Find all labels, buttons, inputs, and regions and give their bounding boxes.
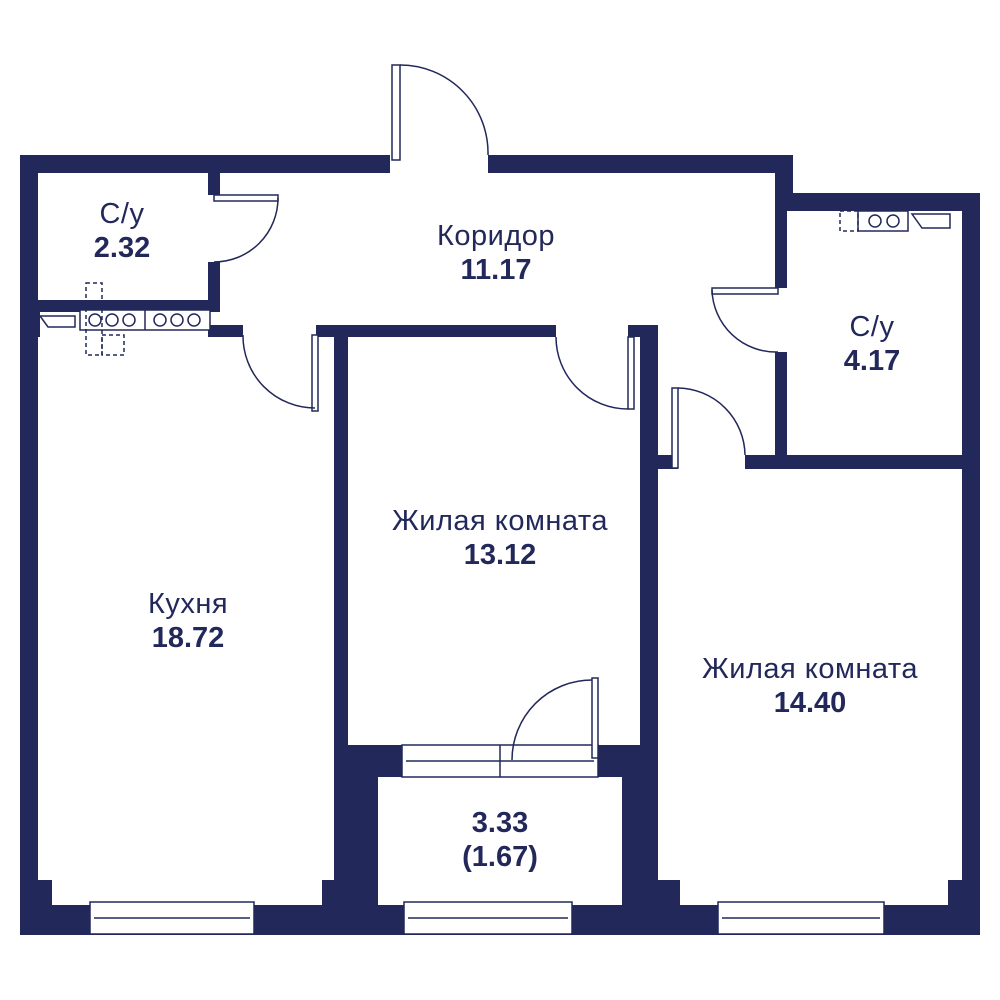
center-room-door-leaf — [627, 336, 635, 410]
room-area-reduced: (1.67) — [462, 841, 538, 874]
wall-center-right — [640, 325, 658, 905]
wall-bath-large-bottom — [745, 455, 980, 469]
wall-center-top — [316, 325, 556, 337]
wall-bath-small-right-bottom — [208, 262, 220, 312]
room-name: Коридор — [436, 220, 556, 252]
wall-kitchen-top-right — [208, 325, 243, 337]
wall-kitchen-top-left — [20, 312, 40, 337]
kitchen-hood — [38, 315, 76, 328]
room-label-living-right: Жилая комната 14.40 — [702, 652, 918, 720]
kitchen-door-leaf — [311, 334, 319, 412]
wall-balcony-top-right — [598, 745, 642, 777]
wall-bath-small-right-top — [208, 173, 220, 195]
wall-top-left — [20, 155, 390, 173]
wall-center-left — [334, 325, 348, 905]
room-area: 13.12 — [463, 539, 537, 572]
room-name: С/у — [99, 198, 145, 230]
entrance-door-leaf — [391, 64, 401, 161]
wall-bath-small-bottom — [20, 300, 220, 312]
doors — [213, 64, 779, 761]
room-area: 4.17 — [843, 345, 901, 378]
balcony-door-swing — [511, 679, 593, 761]
wall-balcony-right — [622, 745, 642, 905]
wall-right-corner-r — [948, 880, 962, 905]
room-label-bath-large: С/у 4.17 — [844, 310, 900, 378]
bath-small-door-swing — [213, 197, 279, 263]
room-area: 11.17 — [460, 254, 532, 287]
entrance-door-swing — [399, 64, 489, 156]
bath-vent-hood — [910, 213, 951, 229]
wall-top-right — [775, 193, 980, 211]
room-name: Кухня — [147, 588, 229, 620]
windows — [89, 744, 885, 935]
room-label-bath-small: С/у 2.32 — [94, 197, 150, 265]
room-area: 14.40 — [773, 687, 847, 720]
wall-bath-large-left-bottom — [775, 352, 787, 467]
wall-right — [962, 193, 980, 935]
room-label-living-center: Жилая комната 13.12 — [392, 504, 608, 572]
right-room-door-swing — [677, 387, 746, 456]
bath-large-door-leaf — [711, 287, 779, 295]
room-name: Жилая комната — [702, 653, 918, 685]
wall-center-right-top — [628, 325, 658, 337]
wall-top-mid — [488, 155, 793, 173]
fixtures — [38, 210, 951, 356]
room-area: 2.32 — [93, 232, 151, 265]
wall-balcony-top-left — [346, 745, 402, 777]
wall-kitchen-corner-left — [38, 880, 52, 905]
balcony-door-leaf — [591, 677, 599, 759]
room-name: Жилая комната — [392, 505, 608, 537]
room-area: 3.33 — [471, 807, 529, 839]
room-area: 18.72 — [151, 622, 225, 655]
room-label-kitchen: Кухня 18.72 — [148, 587, 228, 655]
bath-vent-block — [857, 210, 909, 232]
white-fills — [38, 173, 962, 905]
wall-right-corner — [658, 880, 680, 905]
right-room-door-leaf — [671, 387, 679, 469]
wall-bath-large-left-top — [775, 193, 787, 288]
center-room-door-swing — [555, 336, 629, 410]
room-label-corridor: Коридор 11.17 — [437, 219, 555, 287]
kitchen-door-swing — [242, 334, 316, 409]
wall-left — [20, 155, 38, 935]
room-label-balcony: 3.33 (1.67) — [462, 806, 538, 874]
bath-large-door-swing — [711, 289, 779, 353]
room-name: С/у — [849, 311, 895, 343]
bath-small-door-leaf — [213, 194, 279, 202]
